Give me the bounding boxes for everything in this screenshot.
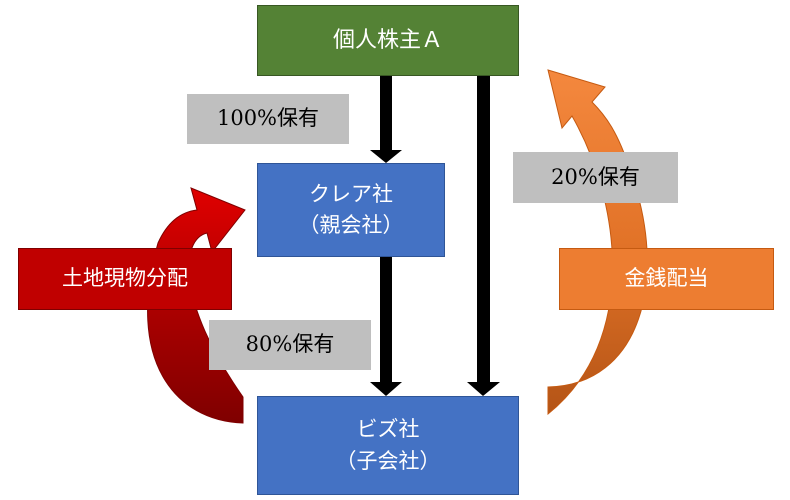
shareholder-a-box: 個人株主Ａ: [257, 5, 519, 76]
ownership-label-100-text: 100%保有: [216, 106, 320, 131]
in-kind-distribution-label: 土地現物分配: [18, 248, 232, 310]
parent-company-name: クレア社: [309, 181, 393, 206]
arrow-parent-to-subsidiary: [370, 257, 402, 396]
ownership-label-80-text: 80%保有: [245, 332, 335, 357]
arrow-shareholder-to-parent: [370, 76, 402, 163]
shareholder-a-label: 個人株主Ａ: [332, 28, 443, 53]
ownership-label-20-text: 20%保有: [551, 164, 640, 189]
cash-dividend-arrow: [547, 69, 648, 416]
cash-dividend-label: 金銭配当: [559, 248, 774, 310]
ownership-label-20: 20%保有: [513, 152, 678, 203]
subsidiary-company-box: ビズ社 （子会社）: [257, 396, 519, 495]
subsidiary-company-role: （子会社）: [335, 448, 441, 473]
parent-company-role: （親会社）: [298, 213, 404, 237]
ownership-label-80: 80%保有: [209, 320, 371, 370]
cash-dividend-text: 金銭配当: [624, 266, 709, 291]
parent-company-box: クレア社 （親会社）: [257, 163, 445, 257]
arrow-shareholder-to-subsidiary: [467, 76, 500, 396]
subsidiary-company-name: ビズ社: [356, 417, 420, 441]
ownership-label-100: 100%保有: [187, 94, 349, 144]
in-kind-distribution-text: 土地現物分配: [62, 266, 188, 291]
